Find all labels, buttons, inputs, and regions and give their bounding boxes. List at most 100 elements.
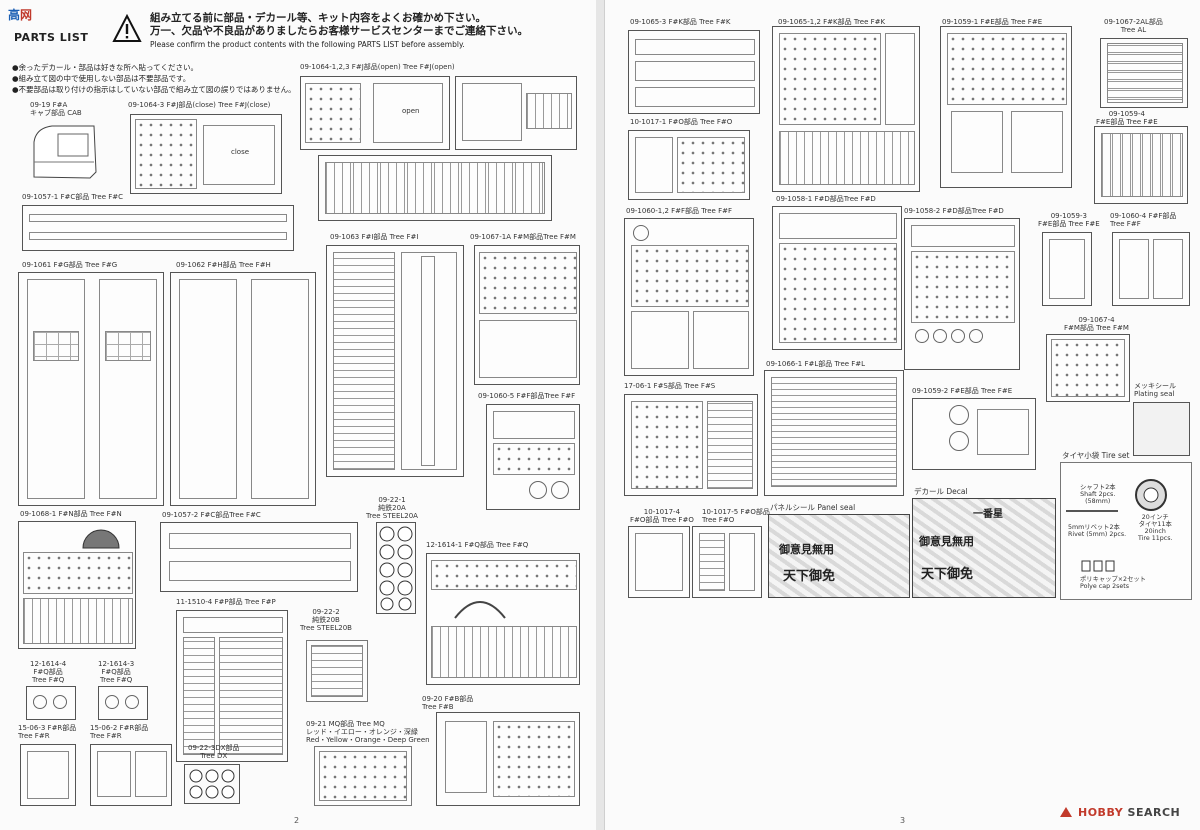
tree-m1 (474, 245, 580, 385)
panel-seal-sheet: 御意見無用 天下御免 (768, 514, 910, 598)
page-number-left: 2 (294, 816, 300, 825)
tree-m4 (1046, 334, 1130, 402)
tree-label-f12: 09-1060-1,2 F#F部品 Tree F#F (626, 207, 733, 215)
tree-label-d1: 09-1058-1 F#D部品Tree F#D (776, 195, 876, 203)
tree-r3 (20, 744, 76, 806)
tree-e3 (1042, 232, 1092, 306)
tree-label-m4: 09-1067-4 F#M部品 Tree F#M (1064, 316, 1129, 332)
tree-label-f4: 09-1060-4 F#F部品 Tree F#F (1110, 212, 1177, 228)
tree-b (436, 712, 580, 806)
tree-label-e4: 09-1059-4 F#E部品 Tree F#E (1096, 110, 1158, 126)
shaft-label: シャフト2本 Shaft 2pcs. (58mm) (1080, 484, 1116, 505)
tree-label-cab: 09-19 F#A キャブ部品 CAB (30, 101, 82, 117)
tree-label-s: 17-06-1 F#S部品 Tree F#S (624, 382, 716, 390)
decal-sheet: 一番星 御意見無用 天下御免 (912, 498, 1056, 598)
tree-label-r3: 15-06-3 F#R部品 Tree F#R (18, 724, 77, 740)
tree-i (326, 245, 464, 477)
tree-label-q4: 12-1614-4 F#Q部品 Tree F#Q (30, 660, 67, 684)
tree-label-q3: 12-1614-3 F#Q部品 Tree F#Q (98, 660, 135, 684)
tree-label-dx: 09-22-3DX部品 Tree DX (188, 744, 240, 760)
tree-k12 (772, 26, 920, 192)
tree-label-p: 11-1510-4 F#P部品 Tree F#P (176, 598, 276, 606)
assembly-notice-jp: 組み立てる前に部品・デカール等、キット内容をよくお確かめ下さい。 万一、欠品や不… (150, 12, 528, 37)
tree-label-o5: 10-1017-5 F#O部品 Tree F#O (702, 508, 770, 524)
hobby-search-watermark: HOBBY SEARCH (1078, 806, 1181, 819)
tree-label-o1: 10-1017-1 F#O部品 Tree F#O (630, 118, 733, 126)
tree-o5 (692, 526, 762, 598)
tree-label-f1: 09-1060-5 F#F部品Tree F#F (478, 392, 576, 400)
site-logo: 高网 (8, 8, 33, 22)
tree-label-m1: 09-1067-1A F#M部品Tree F#M (470, 233, 576, 241)
tree-label-j-close: 09-1064-3 F#J部品(close) Tree F#J(close) (128, 101, 271, 109)
tree-label-n: 09-1068-1 F#N部品 Tree F#N (20, 510, 122, 518)
tree-label-al: 09-1067-2AL部品 Tree AL (1104, 18, 1163, 34)
tree-label-o4: 10-1017-4 F#O部品 Tree F#O (630, 508, 694, 524)
tree-o4 (628, 526, 690, 598)
tree-label-k3: 09-1065-3 F#K部品 Tree F#K (630, 18, 731, 26)
tree-j-open: open (300, 76, 450, 150)
assembly-notice-en: Please confirm the product contents with… (150, 40, 465, 49)
tree-f1 (486, 404, 580, 510)
tree-j-open-b (455, 76, 577, 150)
plating-seal-label: メッキシール Plating seal (1134, 382, 1176, 398)
tree-g (18, 272, 164, 506)
tree-o1 (628, 130, 750, 200)
tree-label-q1: 12-1614-1 F#Q部品 Tree F#Q (426, 541, 529, 549)
tree-mq (314, 746, 412, 806)
tree-label-d2: 09-1058-2 F#D部品Tree F#D (904, 207, 1004, 215)
tree-q3 (98, 686, 148, 720)
tree-al (1100, 38, 1188, 108)
tree-label-mq: 09-21 MQ部品 Tree MQ レッド・イエロー・オレンジ・深緑 Red・… (306, 720, 430, 744)
tree-label-j-open: 09-1064-1,2,3 F#J部品(open) Tree F#J(open) (300, 63, 455, 71)
tree-j-roof-panel (318, 155, 552, 221)
tree-label-b: 09-20 F#B部品 Tree F#B (422, 695, 474, 711)
tree-label-e3: 09-1059-3 F#E部品 Tree F#E (1038, 212, 1100, 228)
tree-s (624, 394, 758, 496)
tree-c2 (160, 522, 358, 592)
tire-set-title: タイヤ小袋 Tire set (1062, 451, 1130, 460)
tree-label-i: 09-1063 F#I部品 Tree F#I (330, 233, 419, 241)
tree-dx (184, 764, 240, 804)
warning-icon (112, 14, 142, 42)
tree-e2 (912, 398, 1036, 470)
shaft-drawing (1066, 510, 1118, 512)
tree-label-k12: 09-1065-1,2 F#K部品 Tree F#K (778, 18, 886, 26)
tree-label-r2: 15-06-2 F#R部品 Tree F#R (90, 724, 149, 740)
tree-c1 (22, 205, 294, 251)
tree-label-h: 09-1062 F#H部品 Tree F#H (176, 261, 271, 269)
panel-seal-label: パネルシール Panel seal (770, 503, 856, 512)
tree-label-e1: 09-1059-1 F#E部品 Tree F#E (942, 18, 1043, 26)
tree-label-steel20a: 09-22-1 純鉄20A Tree STEEL20A (366, 496, 418, 520)
decal-label: デカール Decal (914, 487, 968, 496)
tree-label-g: 09-1061 F#G部品 Tree F#G (22, 261, 118, 269)
tree-f4 (1112, 232, 1190, 306)
tire-icon (1135, 479, 1167, 511)
tree-n (18, 521, 136, 649)
page-number-right: 3 (900, 816, 906, 825)
tree-j-close: close (130, 114, 282, 194)
tree-label-c1: 09-1057-1 F#C部品 Tree F#C (22, 193, 124, 201)
tree-r2 (90, 744, 172, 806)
tree-label-c2: 09-1057-2 F#C部品Tree F#C (162, 511, 261, 519)
tire-label: 20インチ タイヤ11本 20inch Tire 11pcs. (1138, 514, 1173, 542)
polycap-icon (1081, 560, 1115, 572)
tree-e1 (940, 26, 1072, 188)
plating-seal (1133, 402, 1190, 456)
tree-label-e2: 09-1059-2 F#E部品 Tree F#E (912, 387, 1013, 395)
rivet-label: 5mmリベット2本 Rivet (5mm) 2pcs. (1068, 524, 1127, 538)
parts-notes: ●余ったデカール・部品は好きな所へ貼ってください。 ●組み立て図の中で使用しない… (12, 63, 296, 94)
hobby-search-logo-icon (1060, 807, 1072, 817)
tree-label-l: 09-1066-1 F#L部品 Tree F#L (766, 360, 866, 368)
tree-h (170, 272, 316, 506)
tree-f12 (624, 218, 754, 376)
cab-part-drawing (33, 125, 97, 179)
tree-label-steel20b: 09-22-2 純鉄20B Tree STEEL20B (300, 608, 352, 632)
tree-k3 (628, 30, 760, 114)
tree-q4 (26, 686, 76, 720)
tree-steel20b (306, 640, 368, 702)
tree-steel20a (376, 522, 416, 614)
tree-e4 (1094, 126, 1188, 204)
polycap-label: ポリキャップ×2セット Polye cap 2sets (1080, 576, 1146, 590)
tree-l (764, 370, 904, 496)
tree-d1 (772, 206, 902, 350)
